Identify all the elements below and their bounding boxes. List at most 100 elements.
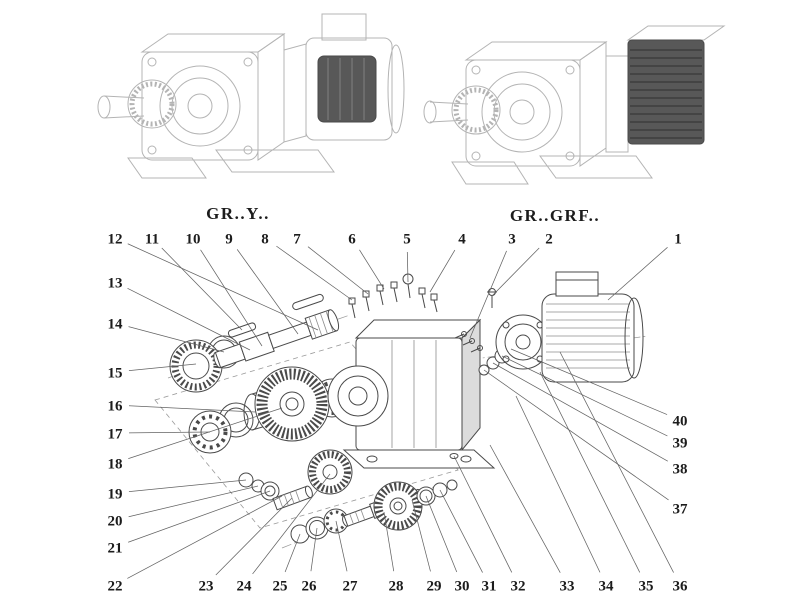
top-bolt-2 [362, 290, 370, 312]
gr-y-pinion-face [127, 79, 177, 129]
figure-gr-grf-drawing [423, 25, 726, 185]
gr-y-housing-side [257, 33, 285, 161]
oil-plug [430, 293, 438, 313]
gr-y-housing-front [141, 51, 259, 161]
callout-number-24: 24 [237, 579, 253, 595]
leader-line-26 [310, 527, 318, 572]
callout-number-19: 19 [108, 487, 123, 503]
callout-number-9: 9 [225, 232, 233, 248]
gr-grf-foot-left [451, 161, 529, 185]
gr-y-bolt-3 [147, 145, 157, 155]
gr-grf-pinion-face [451, 85, 501, 135]
top-hardware [348, 273, 497, 319]
gr-grf-bore-outer [481, 71, 563, 153]
leader-line-12 [127, 243, 319, 331]
leader-line-32 [453, 455, 513, 573]
gr-grf-foot-right [539, 155, 653, 179]
callout-number-14: 14 [108, 317, 124, 333]
callout-number-31: 31 [482, 579, 497, 595]
leader-line-15 [128, 363, 197, 371]
leader-line-20 [128, 485, 259, 518]
leader-line-35 [539, 371, 641, 573]
callout-number-15: 15 [108, 366, 123, 382]
top-bolt-3 [376, 284, 384, 306]
gr-y-bore-hub [187, 93, 213, 119]
gr-y-foot-left [127, 157, 207, 179]
callout-number-16: 16 [108, 399, 124, 415]
callout-number-40: 40 [673, 414, 688, 430]
callout-number-10: 10 [186, 232, 201, 248]
motor-end-bell [624, 297, 644, 379]
callout-number-2: 2 [545, 232, 553, 248]
leader-line-31 [439, 489, 483, 573]
figure-gr-y-drawing [97, 13, 405, 179]
callout-number-23: 23 [199, 579, 214, 595]
exploded-view [154, 271, 649, 549]
right-figure-label: GR..GRF.. [510, 206, 600, 225]
callout-number-17: 17 [108, 427, 124, 443]
gr-grf-bolt-3 [471, 151, 481, 161]
base-bolt-hole [449, 453, 459, 459]
callout-number-21: 21 [108, 541, 123, 557]
gr-grf-adapter [605, 55, 629, 153]
callout-number-32: 32 [511, 579, 526, 595]
callout-number-39: 39 [673, 436, 688, 452]
leader-line-25 [284, 533, 301, 573]
gr-grf-shaft-end [423, 100, 437, 124]
leader-line-10 [200, 249, 263, 347]
gr-y-motor-endcap [387, 44, 405, 134]
leader-line-37 [483, 369, 669, 501]
leader-line-4 [429, 249, 456, 293]
gr-grf-shaft-bottom [429, 119, 469, 123]
leader-line-7 [307, 246, 369, 295]
leader-line-24 [252, 473, 331, 575]
callout-number-12: 12 [108, 232, 123, 248]
leader-line-39 [501, 355, 668, 437]
callout-number-20: 20 [108, 514, 123, 530]
leader-line-14 [128, 326, 225, 353]
leader-line-1 [607, 247, 668, 301]
motor-body [541, 293, 635, 383]
top-bolt-5 [418, 287, 426, 309]
motor-fins [546, 303, 630, 369]
callout-number-30: 30 [455, 579, 470, 595]
motor-terminal-box [555, 271, 599, 297]
leader-line-2 [491, 247, 540, 297]
breather-plug [487, 288, 497, 308]
input-shaft [213, 309, 340, 369]
callout-number-26: 26 [302, 579, 318, 595]
gr-y-adapter [283, 43, 307, 143]
leader-line-27 [335, 520, 348, 572]
leader-line-19 [128, 479, 247, 492]
callout-number-37: 37 [673, 502, 689, 518]
leader-line-28 [383, 511, 395, 572]
gr-y-shaft-top [103, 95, 145, 99]
leader-line-36 [559, 351, 674, 573]
leader-line-3 [469, 250, 507, 339]
gr-y-shaft-bottom [103, 115, 145, 119]
second-gear [307, 449, 353, 495]
callout-number-11: 11 [145, 232, 159, 248]
callout-number-5: 5 [403, 232, 411, 248]
callout-number-25: 25 [273, 579, 288, 595]
callout-number-1: 1 [674, 232, 682, 248]
gr-grf-bore-mid [493, 83, 551, 141]
leader-line-30 [425, 495, 458, 573]
left-figure-label: GR..Y.. [206, 204, 270, 223]
gr-y-pinion-teeth [129, 81, 175, 127]
callout-number-33: 33 [560, 579, 575, 595]
callout-number-7: 7 [293, 232, 301, 248]
gr-y-bore-outer [159, 65, 241, 147]
gr-grf-bolt-2 [565, 65, 575, 75]
gr-y-bore-mid [171, 77, 229, 135]
leader-line-6 [359, 249, 385, 290]
leader-line-22 [127, 495, 283, 579]
callout-number-8: 8 [261, 232, 269, 248]
leader-line-21 [128, 490, 271, 543]
gr-grf-housing-top [464, 41, 608, 61]
leader-line-5 [406, 251, 409, 283]
top-bolt-4 [390, 281, 398, 303]
